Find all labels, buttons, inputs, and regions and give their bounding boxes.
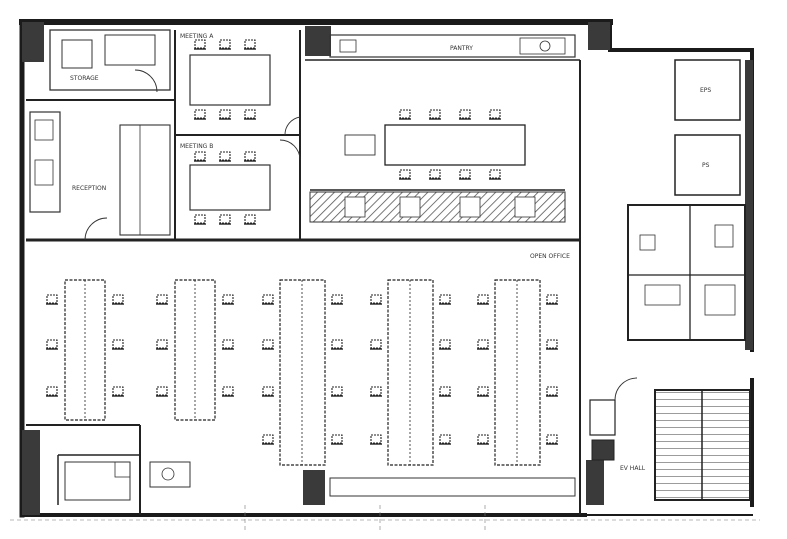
open-office: OPEN OFFICE [45, 253, 576, 497]
reception-label: RECEPTION [72, 185, 106, 192]
storage-area: STORAGE [49, 29, 171, 93]
open-office-label: OPEN OFFICE [530, 253, 570, 260]
outer-walls [19, 19, 754, 518]
meeting-room-b: MEETING B [180, 139, 301, 225]
elevator-hall-label: EV HALL [620, 465, 646, 472]
ps-label: PS [702, 162, 710, 169]
column-s-mid [303, 470, 325, 505]
column-ne [588, 22, 610, 50]
column-n-mid [305, 26, 331, 56]
bottom-left-room [64, 461, 191, 501]
meeting-room-b-label: MEETING B [180, 143, 213, 150]
reference-lines [10, 505, 760, 530]
pantry-counter: PANTRY [329, 34, 576, 58]
service-core: EPS PS EV HALL [589, 59, 751, 501]
column-nw [22, 22, 44, 62]
hatched-counter [309, 191, 566, 223]
storage-label: STORAGE [70, 75, 99, 82]
interior-walls [26, 30, 581, 515]
eps-room [674, 59, 741, 121]
bottom-storage-row [329, 477, 576, 497]
desk-cluster-4 [369, 279, 452, 466]
meeting-room-a: MEETING A [180, 33, 301, 136]
desk-cluster-1 [45, 279, 125, 421]
meeting-room-a-label: MEETING A [180, 33, 214, 40]
eps-label: EPS [700, 87, 711, 94]
structural-columns [22, 22, 753, 515]
desk-cluster-5 [476, 279, 559, 466]
column-e [745, 60, 753, 350]
desk-cluster-2 [155, 279, 235, 421]
desk-cluster-3 [261, 279, 344, 466]
reception-room: RECEPTION [29, 111, 171, 241]
pantry-label: PANTRY [450, 45, 473, 52]
large-meeting-table [344, 109, 526, 180]
column-sw [22, 430, 40, 515]
column-se [586, 460, 604, 505]
ps-room [674, 134, 741, 196]
